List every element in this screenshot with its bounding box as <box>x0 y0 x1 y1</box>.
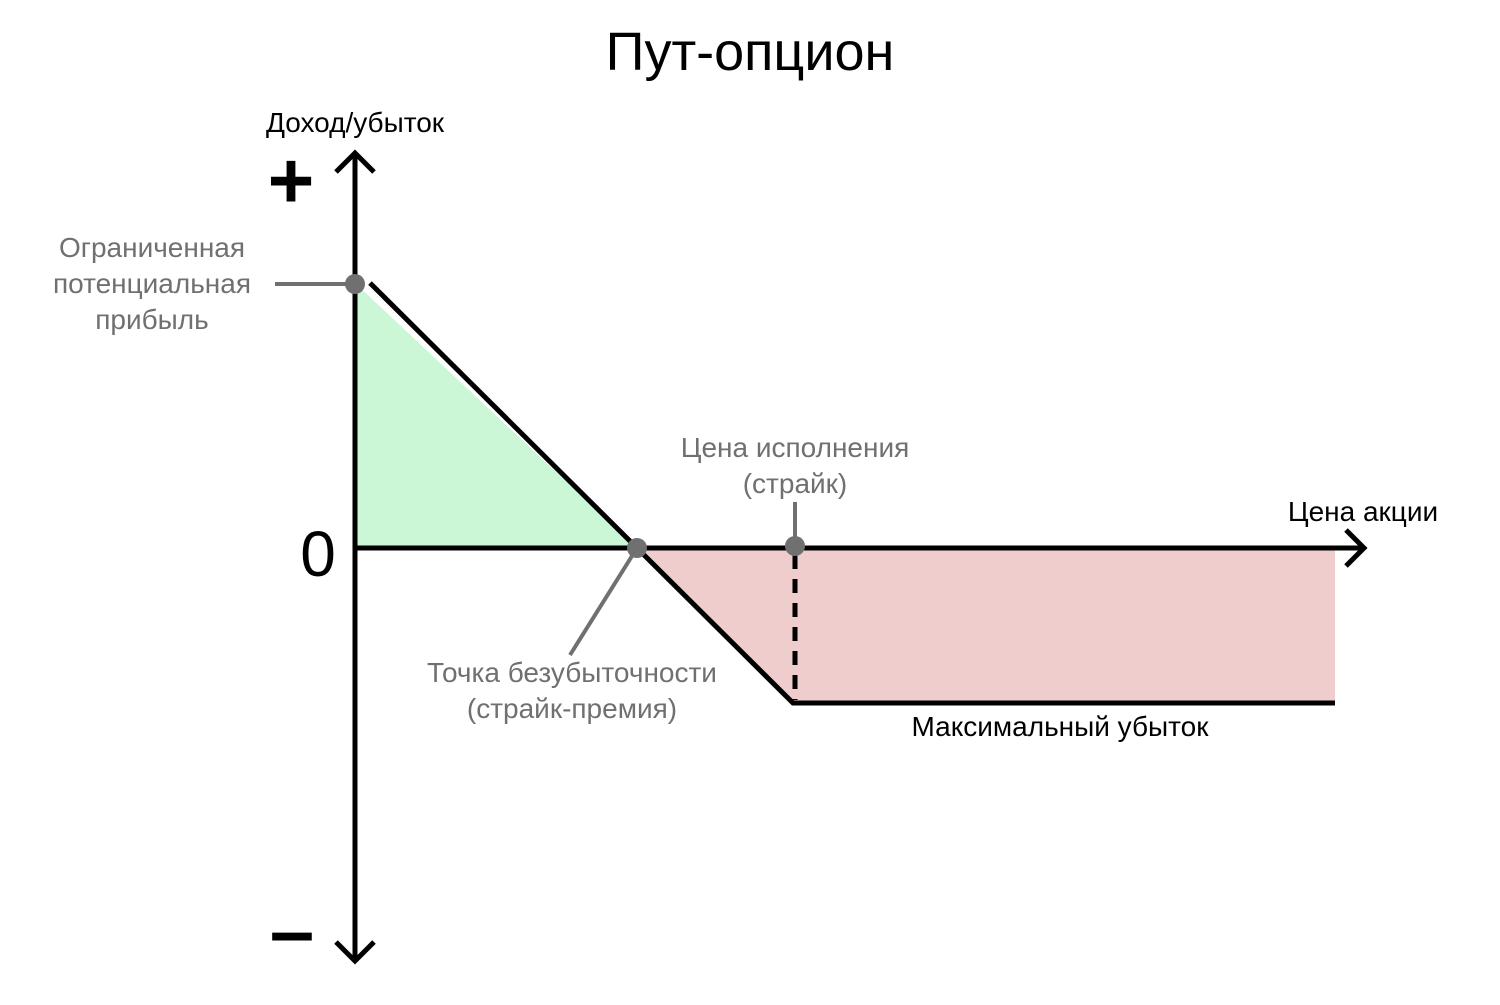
profit-area <box>355 283 637 548</box>
breakeven-leader <box>568 546 639 657</box>
diagram-title: Пут-опцион <box>606 22 895 82</box>
x-axis-arrow-icon <box>1344 528 1368 568</box>
max-profit-label-line1: Ограниченная <box>59 232 245 263</box>
y-plus-label: + <box>268 136 315 225</box>
y-zero-label: 0 <box>300 518 336 590</box>
max-loss-label: Максимальный убыток <box>912 711 1210 742</box>
y-axis-up-arrow-icon <box>334 149 376 174</box>
breakeven-label-line2: (страйк-премия) <box>467 693 677 724</box>
max-profit-label-line3: прибыль <box>95 304 208 335</box>
strike-label-line2: (страйк) <box>743 468 848 499</box>
y-minus-label: – <box>270 886 315 975</box>
max-profit-marker <box>345 274 365 294</box>
max-profit-label-line2: потенциальная <box>53 268 251 299</box>
y-axis-label: Доход/убыток <box>266 107 445 138</box>
breakeven-label-line1: Точка безубыточности <box>427 657 717 688</box>
strike-marker <box>785 536 805 556</box>
x-axis-label: Цена акции <box>1288 496 1438 527</box>
breakeven-marker <box>627 538 647 558</box>
loss-area <box>637 548 1335 703</box>
payoff-line <box>368 281 1335 706</box>
y-axis-down-arrow-icon <box>334 940 376 965</box>
strike-label-line1: Цена исполнения <box>681 432 910 463</box>
